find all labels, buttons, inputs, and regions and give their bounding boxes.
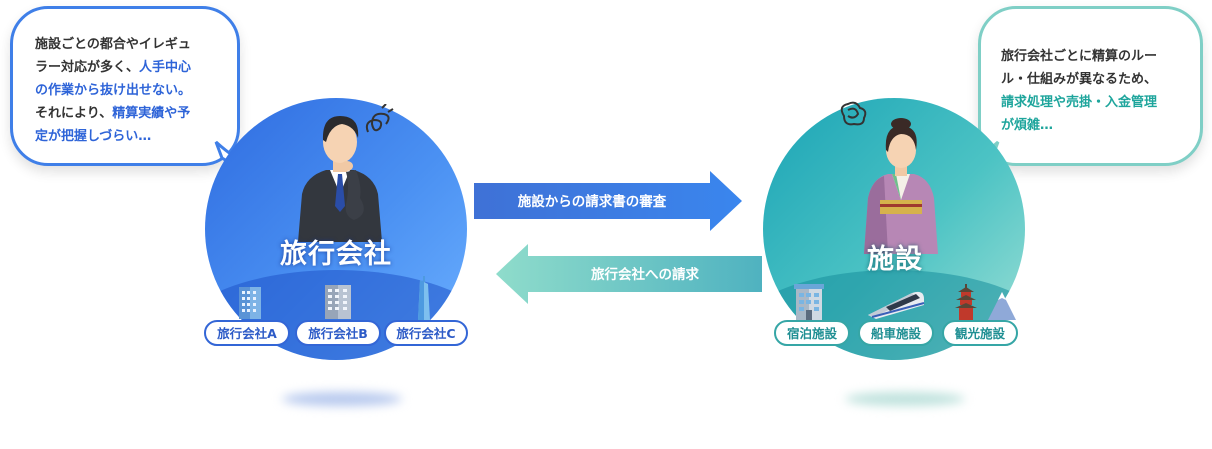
office-building-icon bbox=[239, 287, 261, 319]
highlight-text: 人手中心 bbox=[139, 60, 192, 75]
businessman-icon bbox=[298, 116, 382, 242]
travel-agency-title: 旅行会社 bbox=[280, 239, 392, 270]
invoice-review-label: 施設からの請求書の審査 bbox=[517, 194, 667, 210]
bubble-line: ル・仕組みが異なるため、 bbox=[1001, 72, 1158, 87]
bubble-line: それにより、精算実績や予 bbox=[35, 106, 191, 121]
bubble-line: 旅行会社ごとに精算のルー bbox=[1001, 49, 1158, 64]
pagoda-mountain-icon bbox=[955, 284, 1016, 320]
kimono-woman-icon bbox=[864, 118, 938, 254]
travel-agency-b-pill: 旅行会社B bbox=[295, 320, 381, 346]
bubble-line: 施設ごとの都合やイレギュ bbox=[35, 37, 191, 52]
office-tower-icon bbox=[418, 276, 430, 320]
highlight-text: 精算実績や予 bbox=[112, 106, 191, 121]
travel-agency-c-pill: 旅行会社C bbox=[384, 320, 468, 346]
facility-title: 施設 bbox=[867, 244, 923, 275]
highlight-text: 請求処理や売掛・入金管理 bbox=[1001, 95, 1158, 110]
lodging-facility-pill: 宿泊施設 bbox=[774, 320, 850, 346]
highlight-text: が煩雑… bbox=[1001, 118, 1054, 133]
frustration-scribble-icon bbox=[840, 101, 867, 126]
office-building-icon bbox=[325, 285, 351, 319]
arrow-left-shape bbox=[496, 244, 762, 304]
sightseeing-facility-pill: 観光施設 bbox=[942, 320, 1018, 346]
hotel-building-icon bbox=[794, 284, 824, 320]
facility-speech-bubble: 旅行会社ごとに精算のルー ル・仕組みが異なるため、 請求処理や売掛・入金管理 が… bbox=[978, 6, 1203, 166]
travel-agency-speech-bubble: 施設ごとの都合やイレギュ ラー対応が多く、人手中心 の作業から抜け出せない。 そ… bbox=[10, 6, 240, 166]
train-icon bbox=[868, 291, 925, 319]
bubble-line: ラー対応が多く、人手中心 bbox=[35, 60, 192, 75]
highlight-text: 定が把握しづらい… bbox=[35, 129, 152, 144]
transport-facility-pill: 船車施設 bbox=[858, 320, 934, 346]
worry-squiggle-icon bbox=[365, 104, 394, 133]
billing-to-agency-label: 旅行会社への請求 bbox=[591, 267, 699, 283]
highlight-text: の作業から抜け出せない。 bbox=[35, 83, 192, 98]
circle-shadow bbox=[845, 392, 965, 406]
circle-shadow bbox=[282, 392, 402, 406]
travel-agency-a-pill: 旅行会社A bbox=[204, 320, 290, 346]
arrow-right-shape bbox=[474, 171, 742, 231]
